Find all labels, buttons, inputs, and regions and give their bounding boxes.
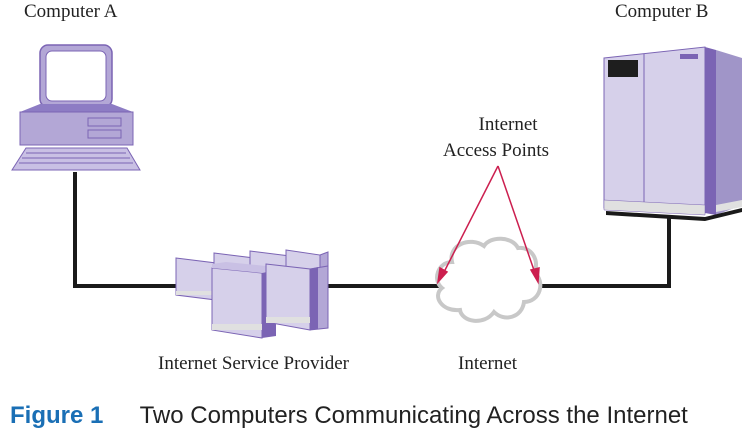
computer-b-icon (603, 46, 742, 221)
computer-a-label: Computer A (24, 1, 118, 22)
link-internet-computer-b (538, 215, 671, 288)
internet-cloud-icon (435, 236, 543, 323)
internet-label: Internet (458, 353, 518, 374)
figure-caption: Figure 1 Two Computers Communicating Acr… (10, 402, 688, 430)
arrowhead-left (436, 266, 449, 285)
link-computer-a-isp (73, 172, 180, 288)
access-points-label: Internet Access Points (443, 112, 549, 164)
access-point-arrows (436, 165, 540, 285)
connection-lines (73, 172, 671, 288)
figure-number: Figure 1 (10, 402, 104, 429)
computer-a-icon (11, 44, 141, 171)
isp-label: Internet Service Provider (158, 353, 349, 374)
arrow-right (497, 165, 537, 277)
access-points-line1: Internet (478, 114, 538, 135)
computer-b-label: Computer B (615, 1, 709, 22)
arrowhead-right (529, 267, 540, 285)
server-unit (265, 263, 329, 331)
figure-title: Two Computers Communicating Across the I… (139, 402, 688, 429)
server-unit (211, 262, 276, 339)
isp-servers-icon (175, 249, 329, 339)
arrow-left (441, 165, 499, 277)
access-points-line2: Access Points (443, 140, 550, 161)
